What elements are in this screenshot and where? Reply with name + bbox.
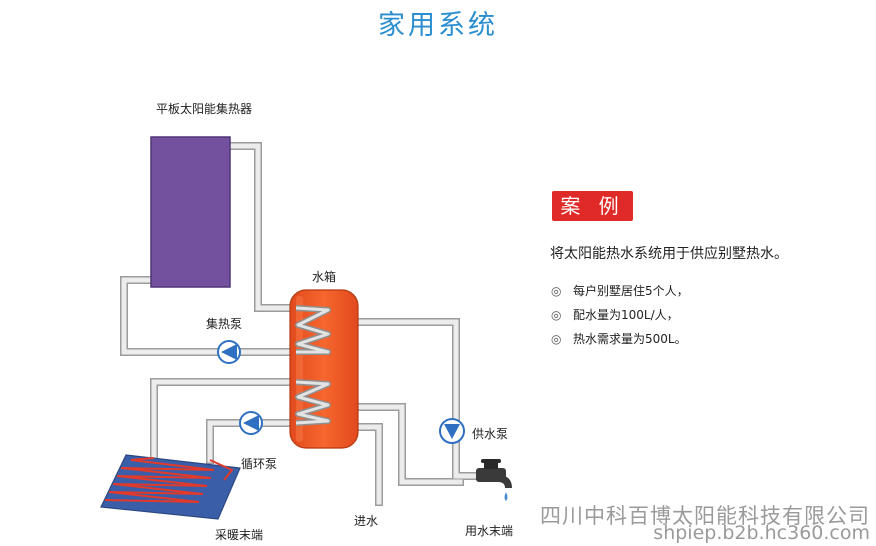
faucet-icon	[476, 459, 512, 501]
case-description: 将太阳能热水系统用于供应别墅热水。	[550, 246, 788, 262]
water-outlet-label: 用水末端	[465, 524, 514, 538]
case-badge: 案 例	[552, 191, 633, 221]
watermark-url: shpiep.b2b.hc360.com	[653, 522, 870, 544]
collector-pump-icon	[217, 340, 241, 364]
collector-return-pipe	[226, 142, 296, 312]
bullet-text: 热水需求量为500L。	[573, 332, 687, 346]
bullet-mark-icon: ◎	[551, 284, 562, 298]
supply-branch-pipe	[354, 403, 464, 486]
bullet-text: 每户别墅居住5个人，	[573, 284, 689, 298]
collector-pump-label: 集热泵	[206, 317, 243, 331]
water-inlet-label: 进水	[354, 514, 379, 528]
bullet-text: 配水量为100L/人，	[573, 308, 679, 322]
watermark-company: 四川中科百博太阳能科技有限公司	[540, 504, 870, 528]
bullet-mark-icon: ◎	[551, 308, 562, 322]
tank-heat-exchanger-coils	[295, 305, 331, 426]
page-title: 家用系统	[378, 10, 498, 41]
supply-pump-icon	[439, 418, 465, 444]
supply-pump-label: 供水泵	[472, 427, 509, 441]
cold-water-inlet-pipe	[354, 423, 383, 506]
floor-heating-panel-icon	[100, 454, 241, 520]
circulation-pump-icon	[239, 411, 263, 435]
case-bullet: ◎ 配水量为100L/人，	[551, 306, 679, 323]
collector-label: 平板太阳能集热器	[156, 102, 253, 116]
bullet-mark-icon: ◎	[551, 332, 562, 346]
solar-collector	[150, 136, 231, 288]
tank-label: 水箱	[312, 270, 337, 284]
circulation-pump-label: 循环泵	[241, 457, 278, 471]
case-bullet: ◎ 热水需求量为500L。	[551, 330, 687, 347]
floor-heating-label: 采暖末端	[215, 528, 264, 542]
case-bullet: ◎ 每户别墅居住5个人，	[551, 282, 689, 299]
pipes	[120, 142, 482, 506]
